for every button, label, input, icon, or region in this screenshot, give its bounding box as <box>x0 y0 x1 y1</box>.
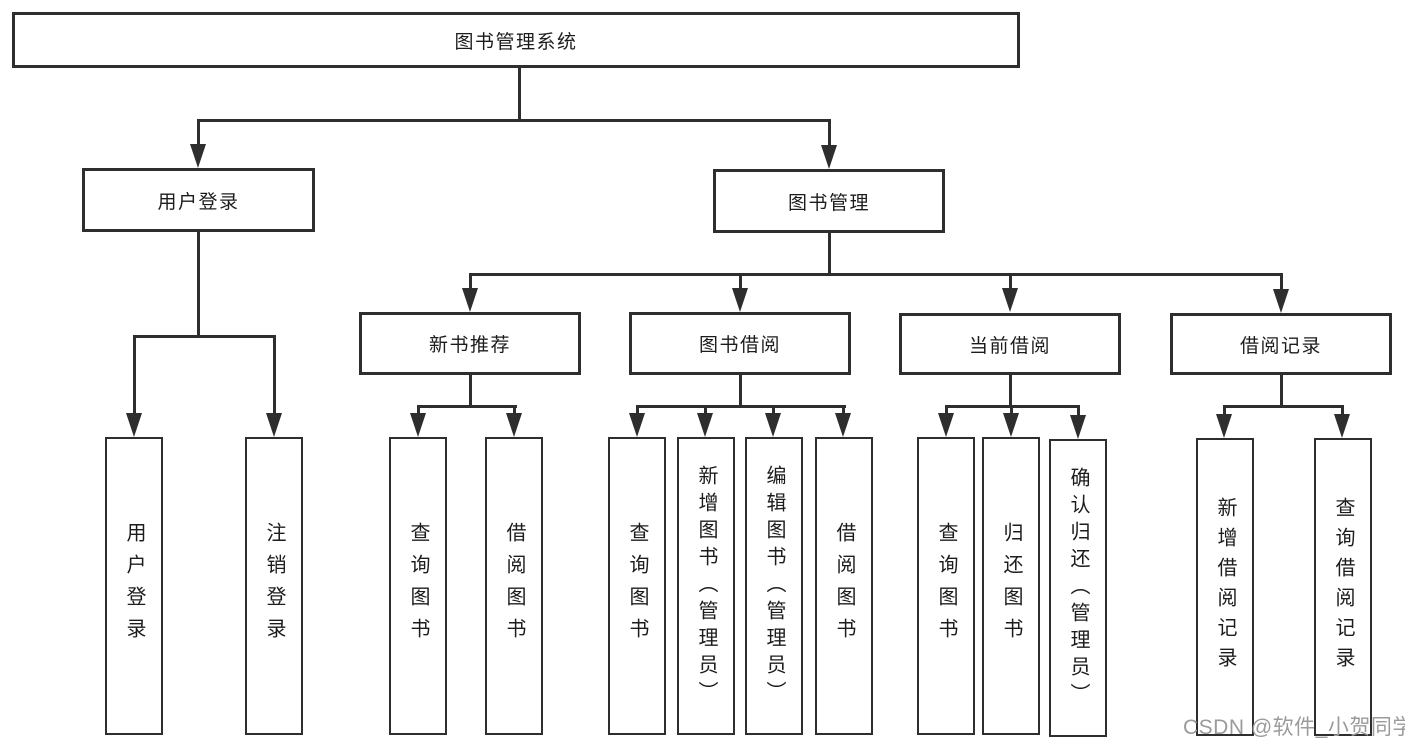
leaf-label: 用户登录 <box>123 522 145 650</box>
connector-line <box>636 405 846 408</box>
arrowhead-down-icon <box>732 288 748 312</box>
leaf-label: 查询图书 <box>935 522 957 650</box>
leaf-label: 借阅图书 <box>833 522 855 650</box>
connector-line <box>1280 273 1283 291</box>
csdn-watermark: CSDN @软件_小贺同学 <box>1183 716 1405 739</box>
connector-line <box>1280 375 1283 408</box>
connector-line <box>197 119 200 147</box>
leaf-label: 确认归还（管理员） <box>1067 466 1089 710</box>
connector-line <box>1009 375 1012 408</box>
node-book-management: 图书管理 <box>713 169 945 233</box>
connector-line <box>197 232 200 335</box>
node-label: 图书管理 <box>787 192 870 214</box>
connector-line <box>518 68 521 119</box>
arrowhead-down-icon <box>697 413 713 437</box>
connector-line <box>273 335 276 415</box>
leaf-confirm-return-admin: 确认归还（管理员） <box>1049 439 1107 737</box>
arrowhead-down-icon <box>1003 413 1019 437</box>
leaf-label: 注销登录 <box>263 522 285 650</box>
node-label: 用户登录 <box>157 191 240 213</box>
connector-line <box>469 273 1283 276</box>
connector-line <box>417 405 517 408</box>
node-user-login: 用户登录 <box>82 168 315 232</box>
connector-line <box>739 273 742 291</box>
connector-line <box>1009 273 1012 291</box>
node-library-system: 图书管理系统 <box>12 12 1020 68</box>
connector-line <box>739 375 742 408</box>
leaf-label: 新增借阅记录 <box>1214 497 1236 677</box>
arrowhead-down-icon <box>765 413 781 437</box>
arrowhead-down-icon <box>462 288 478 312</box>
arrowhead-down-icon <box>835 413 851 437</box>
arrowhead-down-icon <box>506 413 522 437</box>
connector-line <box>1341 405 1344 417</box>
connector-line <box>417 405 420 417</box>
connector-line <box>197 119 831 122</box>
leaf-borrow-books: 借阅图书 <box>485 437 543 735</box>
leaf-label: 查询图书 <box>626 522 648 650</box>
connector-line <box>772 405 775 417</box>
arrowhead-down-icon <box>1216 414 1232 438</box>
leaf-borrow-books: 借阅图书 <box>815 437 873 735</box>
connector-line <box>1077 405 1080 417</box>
leaf-user-login: 用户登录 <box>105 437 163 735</box>
node-borrow-records: 借阅记录 <box>1170 313 1392 375</box>
connector-line <box>513 405 516 417</box>
connector-line <box>469 375 472 408</box>
node-current-borrow: 当前借阅 <box>899 313 1121 375</box>
leaf-logout: 注销登录 <box>245 437 303 735</box>
connector-line <box>828 119 831 147</box>
leaf-label: 查询借阅记录 <box>1332 497 1354 677</box>
arrowhead-down-icon <box>821 145 837 169</box>
node-label: 图书管理系统 <box>454 31 578 53</box>
connector-line <box>828 233 831 275</box>
leaf-query-borrow-record: 查询借阅记录 <box>1314 438 1372 736</box>
leaf-add-books-admin: 新增图书（管理员） <box>677 437 735 735</box>
leaf-label: 借阅图书 <box>503 522 525 650</box>
node-label: 图书借阅 <box>698 335 781 356</box>
node-book-borrow: 图书借阅 <box>629 312 851 375</box>
leaf-add-borrow-record: 新增借阅记录 <box>1196 438 1254 736</box>
arrowhead-down-icon <box>938 413 954 437</box>
node-new-book-recommend: 新书推荐 <box>359 312 581 375</box>
leaf-label: 查询图书 <box>407 522 429 650</box>
arrowhead-down-icon <box>190 144 206 168</box>
leaf-edit-books-admin: 编辑图书（管理员） <box>745 437 803 735</box>
arrowhead-down-icon <box>629 413 645 437</box>
connector-line <box>133 335 136 415</box>
connector-line <box>842 405 845 417</box>
leaf-return-books: 归还图书 <box>982 437 1040 735</box>
connector-line <box>1223 405 1226 417</box>
arrowhead-down-icon <box>1070 415 1086 439</box>
arrowhead-down-icon <box>126 413 142 437</box>
connector-line <box>1010 405 1013 417</box>
arrowhead-down-icon <box>410 413 426 437</box>
connector-line <box>133 335 276 338</box>
leaf-query-books: 查询图书 <box>608 437 666 735</box>
leaf-label: 编辑图书（管理员） <box>763 464 785 708</box>
leaf-label: 归还图书 <box>1000 522 1022 650</box>
leaf-query-books: 查询图书 <box>917 437 975 735</box>
node-label: 当前借阅 <box>968 335 1051 357</box>
arrowhead-down-icon <box>1002 288 1018 312</box>
connector-line <box>636 405 639 417</box>
leaf-label: 新增图书（管理员） <box>695 464 717 708</box>
connector-line <box>945 405 948 417</box>
connector-line <box>469 273 472 291</box>
node-label: 借阅记录 <box>1239 335 1322 357</box>
arrowhead-down-icon <box>266 413 282 437</box>
connector-line <box>704 405 707 417</box>
node-label: 新书推荐 <box>428 335 511 356</box>
leaf-query-books: 查询图书 <box>389 437 447 735</box>
arrowhead-down-icon <box>1334 414 1350 438</box>
connector-line <box>1223 405 1344 408</box>
arrowhead-down-icon <box>1273 289 1289 313</box>
